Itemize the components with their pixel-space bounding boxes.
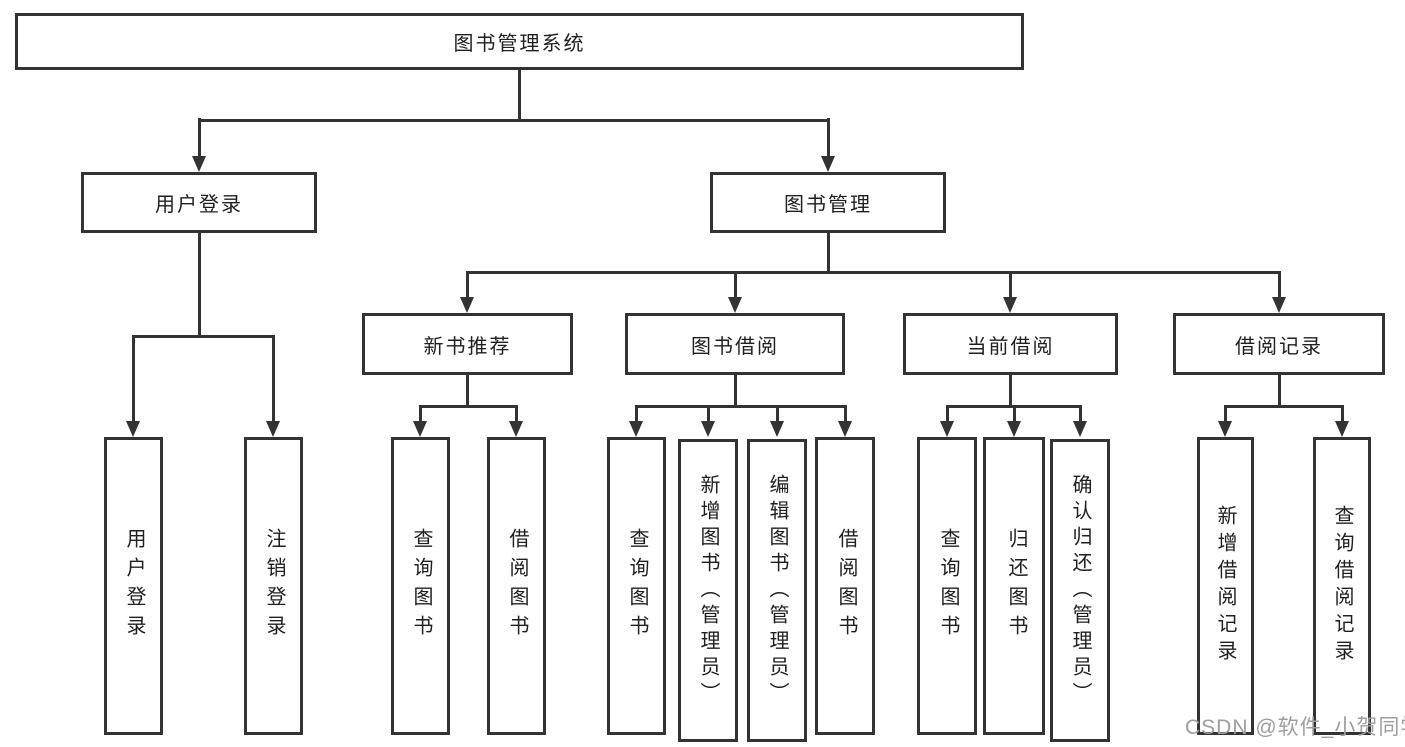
arrow-down-icon [266, 421, 280, 437]
arrow-down-icon [126, 421, 140, 437]
connector-line [1278, 271, 1281, 299]
leaf-borrow-books-recommend: 借阅图书 [487, 437, 546, 735]
connector-line [466, 271, 469, 299]
connector-line [1278, 372, 1281, 406]
connector-line [707, 405, 710, 423]
node-user-login: 用户登录 [81, 172, 317, 233]
connector-line [776, 405, 779, 423]
leaf-return-books: 归还图书 [983, 437, 1045, 735]
leaf-query-borrow-record: 查询借阅记录 [1313, 437, 1371, 735]
leaf-add-borrow-record: 新增借阅记录 [1197, 437, 1254, 735]
arrow-down-icon [192, 156, 206, 172]
node-root-system: 图书管理系统 [15, 13, 1024, 70]
leaf-add-books-admin: 新增图书（管理员） [678, 439, 738, 742]
arrow-down-icon [1272, 297, 1286, 313]
connector-line [518, 70, 521, 121]
leaf-logout: 注销登录 [244, 437, 303, 735]
leaf-query-books-borrowing: 查询图书 [607, 437, 666, 735]
leaf-query-books-current: 查询图书 [917, 437, 977, 735]
connector-line [827, 230, 830, 273]
connector-line [198, 118, 201, 158]
arrow-down-icon [770, 421, 784, 437]
connector-line [1224, 405, 1227, 423]
node-borrowing-records: 借阅记录 [1173, 313, 1385, 375]
arrow-down-icon [940, 421, 954, 437]
connector-line [946, 405, 1082, 408]
connector-line [1013, 405, 1016, 423]
connector-line [1009, 271, 1012, 299]
connector-line [419, 405, 422, 423]
arrow-down-icon [701, 421, 715, 437]
connector-line [1341, 405, 1344, 423]
connector-line [198, 230, 201, 337]
arrow-down-icon [1073, 421, 1087, 437]
arrow-down-icon [838, 421, 852, 437]
arrow-down-icon [1335, 421, 1349, 437]
connector-line [198, 119, 830, 122]
connector-line [515, 405, 518, 423]
arrow-down-icon [413, 421, 427, 437]
connector-line [132, 335, 275, 338]
arrow-down-icon [1218, 421, 1232, 437]
csdn-watermark: CSDN @软件_小贺同学 [1185, 716, 1405, 739]
connector-line [272, 335, 275, 423]
arrow-down-icon [629, 421, 643, 437]
connector-line [734, 271, 737, 299]
node-new-book-recommend: 新书推荐 [362, 313, 573, 375]
connector-line [635, 405, 638, 423]
node-current-borrowing: 当前借阅 [903, 313, 1118, 375]
arrow-down-icon [1007, 421, 1021, 437]
node-book-borrowing: 图书借阅 [625, 313, 845, 375]
arrow-down-icon [821, 156, 835, 172]
leaf-query-books-recommend: 查询图书 [391, 437, 450, 735]
connector-line [1079, 405, 1082, 423]
arrow-down-icon [728, 297, 742, 313]
connector-line [1224, 405, 1344, 408]
connector-line [844, 405, 847, 423]
arrow-down-icon [1003, 297, 1017, 313]
connector-line [419, 405, 518, 408]
connector-line [466, 372, 469, 406]
leaf-confirm-return-admin: 确认归还（管理员） [1050, 439, 1110, 742]
node-book-management: 图书管理 [710, 172, 946, 233]
connector-line [1009, 372, 1012, 406]
connector-line [827, 118, 830, 158]
leaf-user-login: 用户登录 [104, 437, 163, 735]
arrow-down-icon [460, 297, 474, 313]
leaf-borrow-books: 借阅图书 [815, 437, 875, 735]
connector-line [946, 405, 949, 423]
connector-line [635, 405, 847, 408]
connector-line [132, 335, 135, 423]
arrow-down-icon [509, 421, 523, 437]
leaf-edit-books-admin: 编辑图书（管理员） [747, 439, 807, 742]
connector-line [734, 372, 737, 406]
connector-line [466, 271, 1281, 274]
